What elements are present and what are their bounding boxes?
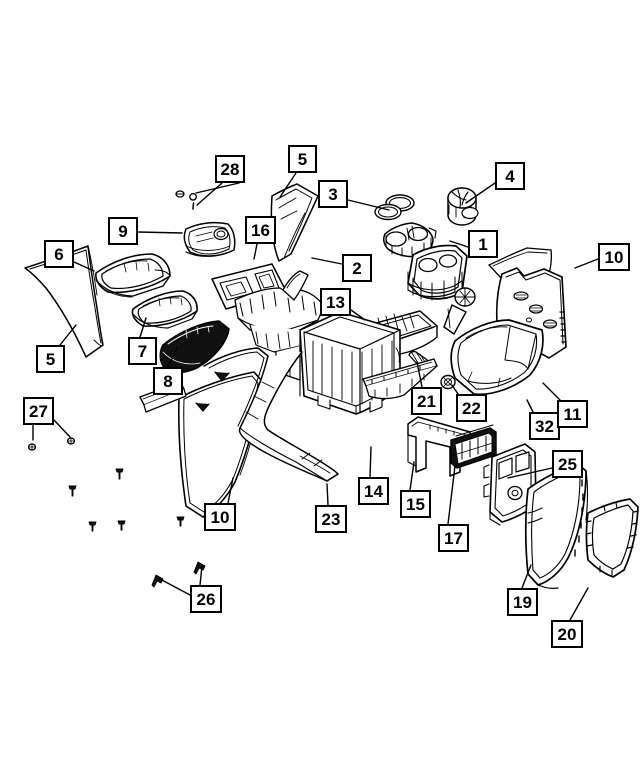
callout-2[interactable]: 2 xyxy=(342,254,372,282)
leader-line-15-0 xyxy=(409,461,415,491)
callout-13[interactable]: 13 xyxy=(320,288,351,316)
part-2-cup-holder-insert xyxy=(383,222,437,258)
part-20-rear-bezel-frame xyxy=(585,498,639,578)
callout-7[interactable]: 7 xyxy=(128,337,157,365)
callout-11[interactable]: 11 xyxy=(557,400,588,428)
leader-line-32-0 xyxy=(526,399,534,413)
leader-line-2-0 xyxy=(311,257,343,265)
part-4-cup-holder-divider xyxy=(447,187,479,226)
callout-23[interactable]: 23 xyxy=(315,505,347,533)
part-22-grommet xyxy=(440,374,456,390)
callout-28[interactable]: 28 xyxy=(215,155,245,183)
callout-6[interactable]: 6 xyxy=(44,240,74,268)
part-25-rear-vent-bezel xyxy=(483,443,537,526)
callout-27[interactable]: 27 xyxy=(23,397,54,425)
leader-line-17-0 xyxy=(447,465,456,525)
callout-26[interactable]: 26 xyxy=(190,585,222,613)
leader-line-23-0 xyxy=(326,483,329,506)
callout-9[interactable]: 9 xyxy=(108,217,138,245)
leader-line-22-0 xyxy=(451,384,459,395)
callout-10[interactable]: 10 xyxy=(598,243,630,271)
leader-line-21-0 xyxy=(416,361,423,388)
leader-line-9-0 xyxy=(137,231,183,234)
leader-line-3-0 xyxy=(347,199,390,211)
part-28-plug-cap xyxy=(175,190,197,210)
part-11-armrest-lid xyxy=(450,319,544,396)
callout-14[interactable]: 14 xyxy=(358,477,389,505)
leader-line-25-0 xyxy=(507,467,553,479)
callout-5[interactable]: 5 xyxy=(36,345,65,373)
callout-32[interactable]: 32 xyxy=(529,412,560,440)
leader-line-14-0 xyxy=(369,446,372,478)
part-7-lower-trim-bezel xyxy=(131,290,198,329)
callout-8[interactable]: 8 xyxy=(153,367,183,395)
leader-line-11-0 xyxy=(542,382,561,401)
callout-25[interactable]: 25 xyxy=(552,450,583,478)
callout-22[interactable]: 22 xyxy=(456,394,487,422)
leader-line-1-0 xyxy=(449,240,469,248)
leader-line-6-0 xyxy=(73,261,95,272)
callout-17[interactable]: 17 xyxy=(438,524,469,552)
leader-line-27-1 xyxy=(53,419,71,438)
leader-line-16-0 xyxy=(253,243,258,260)
part-5-side-trim-panel-left xyxy=(24,245,104,358)
leader-line-28-1 xyxy=(195,182,240,194)
callout-1[interactable]: 1 xyxy=(468,230,498,258)
leader-line-26-1 xyxy=(159,578,191,596)
part-9-shift-surround-panel xyxy=(183,221,236,257)
part-3-cup-holder-ring xyxy=(374,194,415,221)
leader-line-26-0 xyxy=(199,565,203,586)
leader-line-10-0 xyxy=(574,258,599,269)
part-14-console-base-body xyxy=(234,270,401,415)
leader-line-28-0 xyxy=(196,182,223,206)
part-17-switch-module xyxy=(450,424,497,469)
leader-line-19-0 xyxy=(521,564,532,589)
leader-line-5-0 xyxy=(59,324,77,346)
callout-5[interactable]: 5 xyxy=(288,145,317,173)
callout-15[interactable]: 15 xyxy=(400,490,431,518)
callout-16[interactable]: 16 xyxy=(245,216,276,244)
part-26-screw-fasteners xyxy=(151,561,206,588)
leader-line-20-0 xyxy=(569,587,589,621)
part-6-upper-trim-bezel xyxy=(95,253,171,298)
leader-line-4-0 xyxy=(465,182,496,204)
callout-21[interactable]: 21 xyxy=(411,387,442,415)
part-8-trim-pad xyxy=(159,320,230,374)
part-1-shifter-bezel-assembly xyxy=(407,244,476,335)
leader-line-8-0 xyxy=(167,347,178,368)
part-23-console-side-cover xyxy=(203,347,339,482)
leader-line-7-0 xyxy=(139,317,147,338)
callout-19[interactable]: 19 xyxy=(507,588,538,616)
part-5-side-trim-panel-right xyxy=(270,183,319,262)
part-19-rear-console-panel xyxy=(524,463,589,589)
callout-4[interactable]: 4 xyxy=(495,162,525,190)
leader-line-5-0 xyxy=(279,172,297,198)
leader-line-10-0 xyxy=(227,477,234,504)
part-27-push-pin-retainers xyxy=(27,437,185,532)
callout-10[interactable]: 10 xyxy=(204,503,236,531)
leader-line-13-0 xyxy=(350,309,366,321)
part-10-console-side-panel-left xyxy=(178,371,263,519)
callout-20[interactable]: 20 xyxy=(551,620,583,648)
callout-3[interactable]: 3 xyxy=(318,180,348,208)
